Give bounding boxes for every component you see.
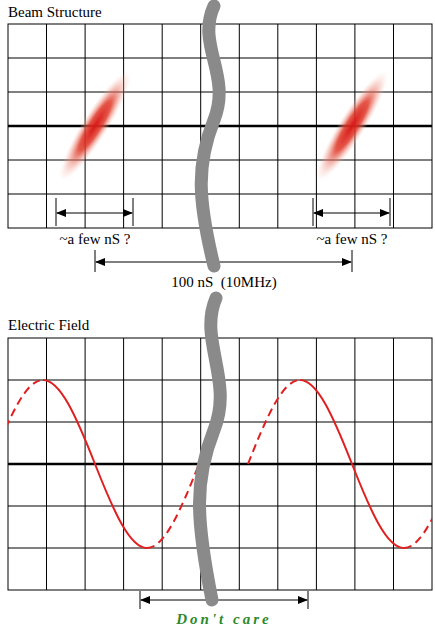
panel-title: Beam Structure [6,4,104,20]
beam-bunch [307,65,397,187]
period-label: 100 nS (10MHz) [169,274,278,290]
period-dimension [95,250,352,272]
bunch-length-label: ~a few nS ? [314,231,389,247]
axis-break-band [200,6,221,600]
beam-grid [8,24,432,228]
panel-title: Electric Field [6,317,91,333]
bunch-length-label: ~a few nS ? [57,231,132,247]
dont-care-bracket [140,591,308,609]
beam-bunch [50,65,140,187]
bunch-length-dimension [56,198,390,226]
dont-care-label: Don't care [174,611,273,627]
